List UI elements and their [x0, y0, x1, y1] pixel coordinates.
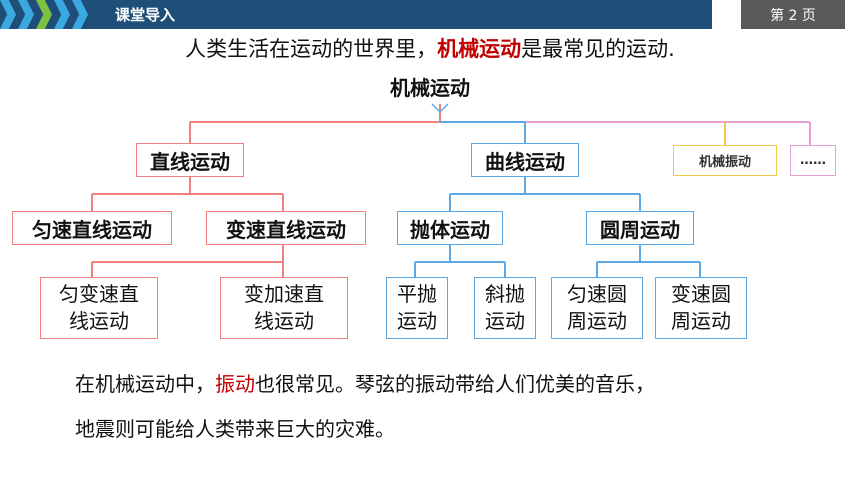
node-label: 曲线运动 [485, 149, 565, 174]
node-linear-motion: 直线运动 [136, 143, 244, 177]
node-mechanical-vibration: 机械振动 [673, 145, 777, 176]
node-label: 变速直线运动 [226, 217, 346, 242]
paragraph-line-1: 在机械运动中，振动也很常见。琴弦的振动带给人们优美的音乐， [75, 368, 655, 397]
node-label: 抛体运动 [410, 217, 490, 242]
arrow-icon [72, 0, 88, 29]
node-label-line2: 运动 [397, 309, 437, 333]
connector-projectile-children [414, 245, 506, 277]
para-highlight: 振动 [215, 372, 255, 396]
node-oblique-projectile: 斜抛 运动 [474, 277, 536, 339]
para-text-before: 在机械运动中， [75, 372, 215, 396]
node-uniform-circular: 匀速圆 周运动 [551, 277, 643, 339]
connector-circular-children [596, 245, 701, 277]
arrow-icon [54, 0, 70, 29]
node-uniform-accel: 匀变速直 线运动 [40, 277, 158, 339]
node-projectile: 抛体运动 [397, 211, 503, 245]
node-label: 圆周运动 [600, 217, 680, 242]
node-label: 匀速直线运动 [32, 217, 152, 242]
node-circular: 圆周运动 [586, 211, 694, 245]
node-label: 机械振动 [698, 155, 751, 170]
node-label-line1: 匀速圆 [567, 282, 627, 306]
header-bar [0, 0, 712, 29]
node-curve-motion: 曲线运动 [471, 143, 579, 177]
node-variable-circular: 变速圆 周运动 [655, 277, 747, 339]
arrow-icon [18, 0, 34, 29]
node-label-line2: 周运动 [567, 309, 627, 333]
node-variable-accel: 变加速直 线运动 [220, 277, 348, 339]
para-text-after: 也很常见。琴弦的振动带给人们优美的音乐， [255, 372, 655, 396]
connector-curve-children [449, 177, 641, 211]
node-variable-linear: 变速直线运动 [206, 211, 366, 245]
intro-highlight: 机械运动 [437, 37, 522, 61]
node-label-line1: 变加速直 [244, 282, 324, 306]
node-label-line2: 线运动 [254, 309, 314, 333]
node-label-line2: 周运动 [671, 309, 731, 333]
node-label: 直线运动 [150, 149, 230, 174]
node-uniform-linear: 匀速直线运动 [12, 211, 172, 245]
arrow-icon [0, 0, 16, 29]
node-label-line2: 线运动 [69, 309, 129, 333]
connector-linear-children [91, 177, 284, 211]
paragraph-line-2: 地震则可能给人类带来巨大的灾难。 [75, 417, 395, 441]
tree-root: 机械运动 [390, 76, 470, 100]
node-horizontal-projectile: 平抛 运动 [386, 277, 448, 339]
intro-text-after: 是最常见的运动. [521, 37, 675, 61]
section-title: 课堂导入 [115, 6, 176, 24]
node-more: …… [790, 145, 836, 176]
node-label-line1: 平抛 [397, 282, 437, 306]
node-label: …… [800, 153, 826, 168]
node-label-line1: 匀变速直 [59, 282, 139, 306]
connector-variable-children [91, 245, 284, 277]
node-label-line1: 斜抛 [485, 282, 525, 306]
node-label-line1: 变速圆 [671, 282, 731, 306]
arrow-icon [36, 0, 52, 29]
intro-sentence: 人类生活在运动的世界里，机械运动是最常见的运动. [0, 33, 860, 63]
page-number: 第 2 页 [741, 0, 845, 29]
connector-root-fan [431, 103, 449, 114]
header-arrow-decoration [0, 0, 90, 29]
node-label-line2: 运动 [485, 309, 525, 333]
intro-text-before: 人类生活在运动的世界里， [185, 37, 438, 61]
